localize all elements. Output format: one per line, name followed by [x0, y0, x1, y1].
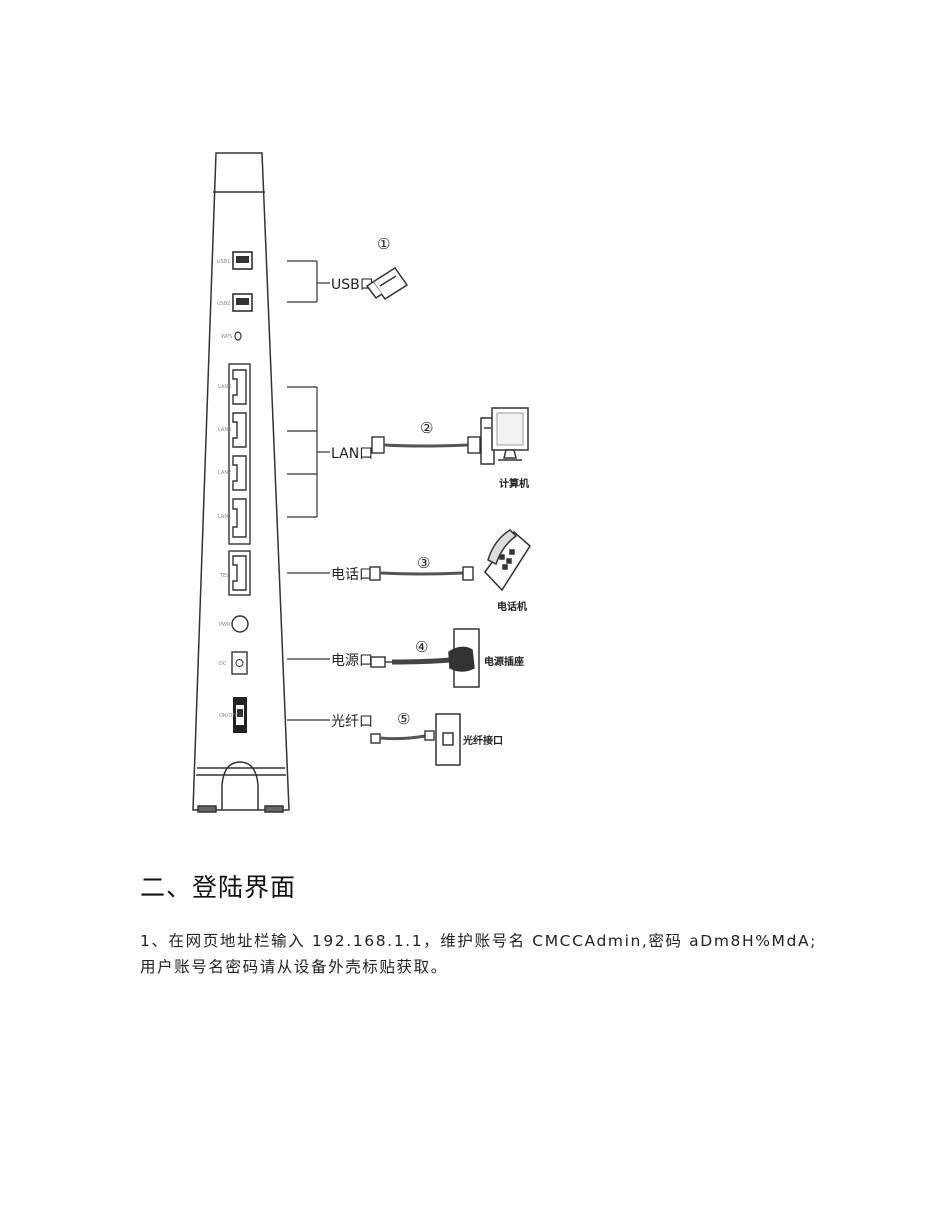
fiber-callout-label: 光纤口	[331, 714, 373, 730]
number-4: ④	[415, 638, 428, 656]
power-cable	[370, 656, 451, 668]
lan-callout-label: LAN口	[331, 446, 373, 462]
svg-text:USB1: USB1	[217, 259, 230, 265]
power-outlet-label: 电源插座	[484, 655, 524, 668]
lan-port-group	[228, 363, 251, 545]
login-instructions: 1、在网页地址栏输入 192.168.1.1，维护账号名 CMCCAdmin,密…	[140, 932, 817, 976]
usb-callout-label: USB口	[331, 277, 374, 293]
power-button: PWR	[219, 615, 249, 633]
power-callout-label: 电源口	[331, 653, 373, 669]
number-3: ③	[417, 554, 430, 572]
svg-text:LAN3: LAN3	[218, 427, 231, 433]
callout-lines	[287, 260, 330, 721]
phone-callout-label: 电话口	[331, 567, 373, 583]
computer-icon	[480, 407, 529, 465]
lan-port-3	[232, 412, 247, 448]
fiber-socket-label: 光纤接口	[462, 734, 503, 747]
tel-port	[228, 550, 251, 596]
router-connection-diagram: USB1 USB2 WPS LAN4 LAN3 LAN2 LAN1 TEL PW…	[192, 152, 531, 813]
lan-port-4	[232, 369, 247, 405]
fiber-cable	[370, 730, 435, 744]
svg-text:TEL: TEL	[219, 573, 229, 579]
usb-stick-icon	[365, 266, 409, 301]
section-heading: 二、登陆界面	[140, 873, 297, 902]
lan-port-1	[232, 498, 247, 538]
power-outlet-icon	[448, 628, 480, 688]
fiber-socket-icon	[435, 713, 461, 766]
number-1: ①	[377, 235, 390, 253]
lan-port-2	[232, 455, 247, 491]
ethernet-cable	[371, 436, 481, 454]
svg-text:LAN4: LAN4	[218, 384, 231, 390]
wps-button: WPS	[221, 331, 242, 341]
telephone-label: 电话机	[497, 600, 527, 613]
svg-text:WPS: WPS	[221, 334, 232, 340]
svg-text:PWR: PWR	[219, 622, 231, 628]
svg-text:ON/OFF: ON/OFF	[219, 713, 238, 719]
power-switch: ON/OFF	[219, 697, 247, 733]
usb-port-2: USB2	[217, 293, 253, 312]
telephone-icon	[484, 529, 531, 592]
svg-text:LAN1: LAN1	[218, 514, 231, 520]
phone-cable	[369, 566, 474, 581]
computer-label: 计算机	[499, 477, 529, 490]
number-2: ②	[420, 419, 433, 437]
number-5: ⑤	[397, 710, 410, 728]
svg-text:LAN2: LAN2	[218, 470, 231, 476]
dc-jack: DC	[219, 651, 248, 675]
svg-text:DC: DC	[219, 661, 227, 667]
svg-text:USB2: USB2	[217, 301, 230, 307]
usb-port-1: USB1	[217, 251, 253, 270]
